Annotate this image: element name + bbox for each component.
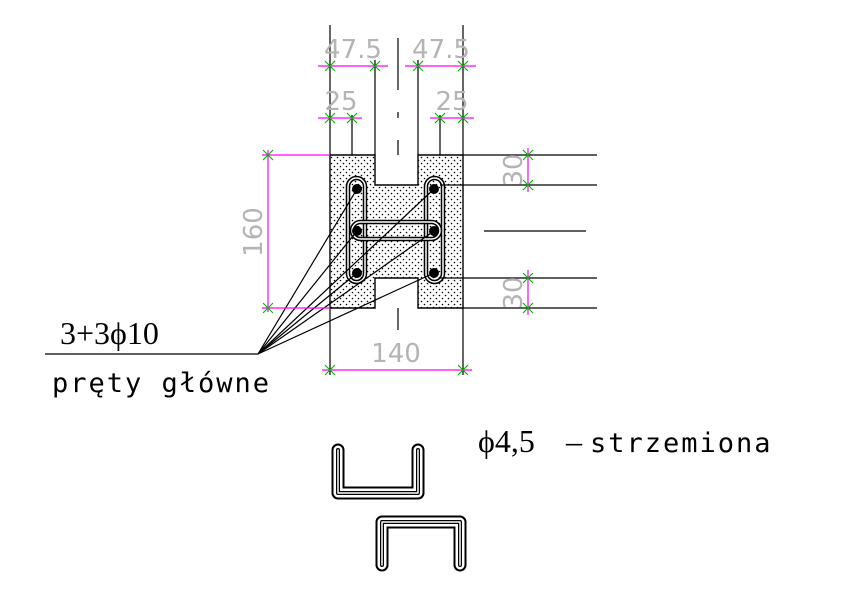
stirrups-name: strzemiona [590, 428, 773, 459]
reinforcement [345, 175, 446, 285]
dim-height: 160 [239, 207, 269, 257]
extension-lines [329, 154, 597, 375]
stirrups-spec: ϕ4,5 [478, 423, 535, 459]
dim-top-right-inner: 25 [435, 87, 468, 117]
stirrup-shape-upper [331, 443, 425, 500]
main-bars-spec: 3+3ϕ10 [60, 315, 159, 351]
stirrups-dash: – [565, 423, 583, 459]
stirrup-shape-lower [375, 515, 467, 572]
dim-cover-top: 30 [499, 153, 529, 186]
bars-leader-lines [45, 188, 435, 355]
dim-width: 140 [371, 339, 421, 369]
dim-top-left-outer: 47.5 [324, 35, 382, 65]
dim-cover-bottom: 30 [499, 276, 529, 309]
main-bars-name: pręty główne [52, 368, 271, 399]
dim-top-left-inner: 25 [324, 87, 357, 117]
dimension-ticks [262, 60, 534, 376]
dim-top-right-outer: 47.5 [412, 35, 470, 65]
